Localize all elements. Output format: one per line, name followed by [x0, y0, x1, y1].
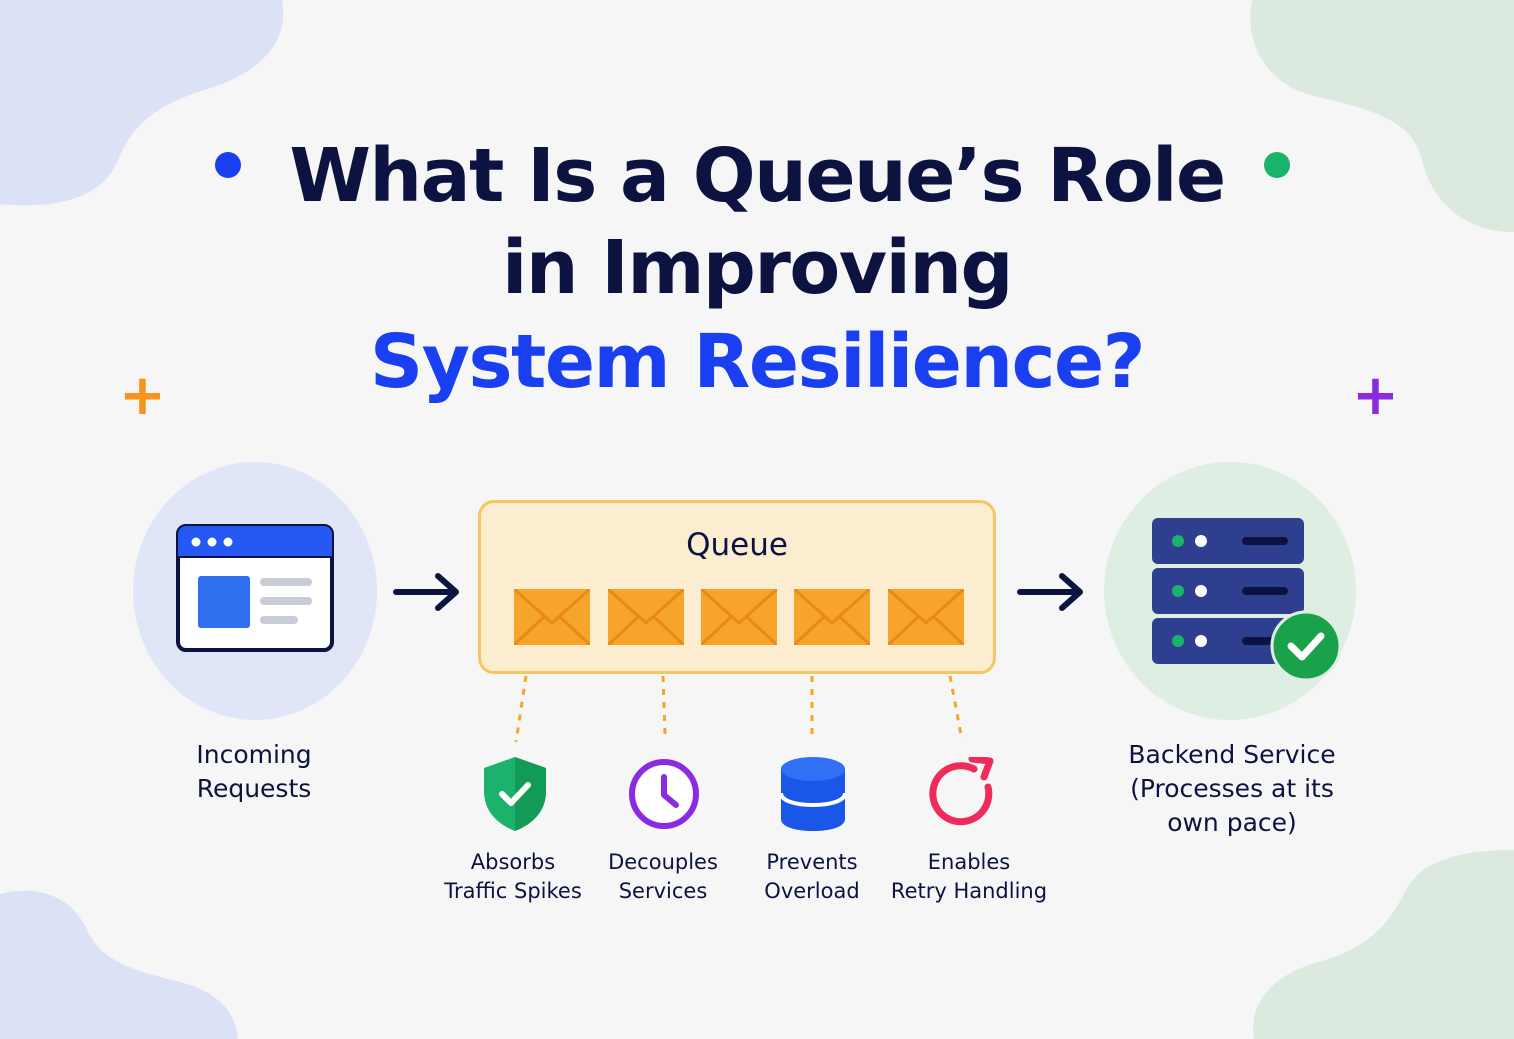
envelope-icon — [794, 589, 870, 645]
page-title-line-1: What Is a Queue’s Role — [289, 133, 1226, 219]
connector-line — [661, 675, 667, 735]
backend-label: Backend Service (Processes at its own pa… — [1128, 740, 1336, 837]
decor-plus-orange: + — [119, 363, 166, 428]
queue-box: Queue — [478, 500, 996, 674]
corner-blob-top-left — [0, 0, 284, 206]
envelope-icon — [701, 589, 777, 645]
envelope-icon — [888, 589, 964, 645]
database-icon — [779, 757, 847, 831]
browser-window-icon — [176, 524, 334, 652]
server-check-icon — [1152, 518, 1342, 682]
check-badge — [1270, 610, 1342, 682]
corner-blob-top-right — [1250, 0, 1514, 232]
connector-line — [948, 675, 964, 741]
arrow-right-icon — [1017, 573, 1083, 611]
clock-icon — [629, 759, 699, 829]
decor-dot-blue — [215, 152, 241, 178]
envelope-icon — [608, 589, 684, 645]
shield-check-icon — [484, 757, 546, 831]
corner-blob-bottom-left — [0, 890, 238, 1039]
page-title-line-3: System Resilience? — [369, 319, 1146, 405]
arrow-right-icon — [393, 573, 459, 611]
decor-dot-green — [1264, 152, 1290, 178]
feature-label-decouples: Decouples Services — [608, 850, 718, 903]
envelope-icon — [514, 589, 590, 645]
feature-label-prevents: Prevents Overload — [764, 850, 860, 903]
feature-label-enables: Enables Retry Handling — [890, 850, 1048, 903]
dotted-connectors — [514, 675, 964, 743]
feature-label-absorbs: Absorbs Traffic Spikes — [444, 850, 582, 903]
page-title-line-2: in Improving — [501, 225, 1014, 311]
queue-label: Queue — [686, 527, 788, 563]
incoming-label: Incoming Requests — [196, 740, 312, 803]
connector-line — [514, 675, 528, 743]
retry-icon — [929, 757, 994, 826]
decor-plus-purple: + — [1352, 363, 1399, 428]
corner-blob-bottom-right — [1253, 850, 1514, 1039]
